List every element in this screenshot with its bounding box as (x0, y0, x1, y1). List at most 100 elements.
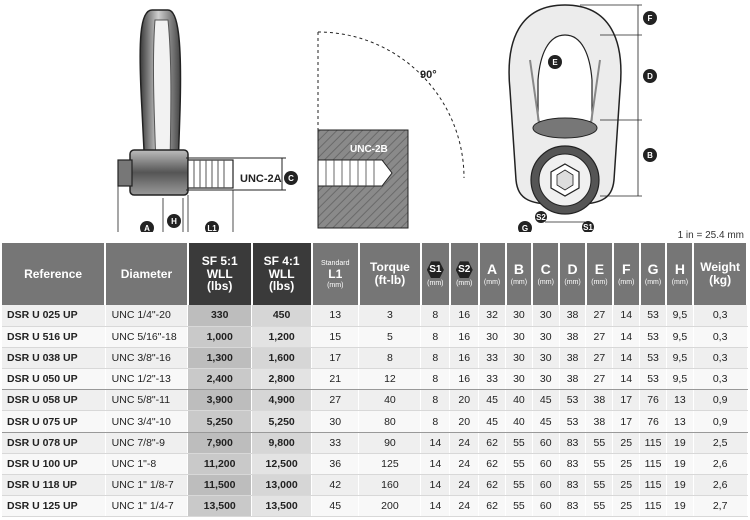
cell-s2: 24 (449, 453, 480, 476)
cell-s2: 20 (449, 389, 480, 412)
header-s1-unit: (mm) (427, 280, 444, 288)
cell-a: 33 (478, 368, 506, 391)
badge-a: A (144, 224, 150, 232)
cell-d: 53 (559, 410, 587, 433)
cell-s1: 8 (420, 368, 451, 391)
cell-g: 53 (639, 326, 667, 348)
cell-g: 76 (639, 410, 667, 433)
header-c-unit: (mm) (537, 278, 554, 286)
cell-w: 0,3 (693, 368, 748, 391)
cell-sf4: 5,250 (251, 410, 313, 433)
cell-d: 38 (559, 347, 587, 370)
cell-d: 83 (559, 432, 587, 454)
cell-a: 45 (478, 410, 506, 433)
specification-table: Reference Diameter SF 5:1 WLL (lbs) SF 4… (2, 243, 748, 518)
label-unc2b: UNC-2B (350, 144, 388, 155)
cell-w: 0,3 (693, 305, 748, 327)
header-b-label: B (513, 260, 524, 277)
cell-f: 25 (612, 474, 641, 497)
cell-sf5: 5,250 (187, 410, 253, 433)
cell-h: 19 (666, 474, 694, 497)
cell-a: 62 (478, 432, 506, 454)
cell-b: 40 (505, 389, 533, 412)
cell-sf4: 13,500 (251, 495, 313, 518)
header-h: H(mm) (666, 243, 695, 305)
label-unc2a: UNC-2A (240, 173, 282, 185)
header-sf5: SF 5:1 WLL (lbs) (187, 243, 253, 305)
cell-w: 2,6 (693, 453, 748, 476)
cell-sf4: 13,000 (251, 474, 313, 497)
badge-f: F (648, 14, 653, 23)
cell-a: 62 (478, 453, 506, 476)
cell-d: 83 (559, 495, 587, 518)
header-sf5-line3: (lbs) (207, 279, 233, 294)
header-a: A(mm) (478, 243, 507, 305)
header-b-unit: (mm) (510, 278, 528, 286)
header-c: C(mm) (532, 243, 561, 305)
cell-sf4: 12,500 (251, 453, 313, 476)
cell-d: 83 (559, 453, 587, 476)
cell-s2: 24 (449, 474, 480, 497)
header-a-unit: (mm) (483, 278, 501, 286)
cell-dia: UNC 7/8"-9 (105, 432, 189, 454)
cell-l1: 13 (311, 305, 360, 327)
badge-s2: S2 (536, 213, 546, 222)
cell-c: 30 (532, 326, 560, 348)
cell-a: 30 (478, 326, 506, 348)
cell-w: 2,7 (693, 495, 748, 518)
cell-b: 30 (505, 326, 533, 348)
cell-h: 9,5 (666, 305, 694, 327)
header-g-unit: (mm) (644, 278, 662, 286)
cell-ref: DSR U 100 UP (2, 453, 106, 476)
header-weight: Weight (kg) (693, 243, 748, 305)
cell-sf4: 9,800 (251, 432, 313, 454)
cell-f: 25 (612, 495, 641, 518)
cell-g: 53 (639, 368, 667, 391)
cell-s2: 24 (449, 432, 480, 454)
cell-sf5: 1,000 (187, 326, 253, 348)
cell-g: 115 (639, 495, 667, 518)
cell-e: 55 (585, 453, 614, 476)
badge-d: D (647, 72, 653, 81)
cell-dia: UNC 1/2"-13 (105, 368, 189, 391)
cell-d: 83 (559, 474, 587, 497)
cell-e: 55 (585, 495, 614, 518)
cell-l1: 21 (311, 368, 360, 391)
header-f-unit: (mm) (618, 278, 635, 286)
cell-dia: UNC 1/4"-20 (105, 305, 189, 327)
label-angle: 90° (420, 69, 437, 81)
cell-g: 76 (639, 389, 667, 412)
header-reference: Reference (2, 243, 107, 305)
cell-w: 0,3 (693, 347, 748, 370)
front-view-drawing: E F D B G S2 S1 (508, 4, 657, 232)
header-h-label: H (674, 260, 685, 277)
unit-conversion-note: 1 in = 25.4 mm (677, 230, 744, 241)
cell-l1: 27 (311, 389, 360, 412)
cell-sf5: 2,400 (187, 368, 253, 391)
cell-d: 53 (559, 389, 587, 412)
header-weight-label: Weight (700, 260, 741, 275)
cell-sf4: 1,200 (251, 326, 313, 348)
cell-f: 25 (612, 432, 641, 454)
cell-h: 9,5 (666, 368, 694, 391)
cell-ref: DSR U 516 UP (2, 326, 106, 348)
header-sf4-line3: (lbs) (268, 279, 295, 294)
cell-l1: 42 (311, 474, 360, 497)
header-sf4: SF 4:1 WLL (lbs) (251, 243, 313, 305)
cell-e: 55 (585, 474, 614, 497)
header-sf5-line2: WLL (206, 266, 233, 281)
cell-s1: 8 (420, 305, 451, 327)
cell-f: 17 (612, 389, 641, 412)
cell-dia: UNC 5/8"-11 (105, 389, 189, 412)
header-l1-label: L1 (328, 266, 343, 281)
cell-ref: DSR U 025 UP (2, 305, 106, 327)
cell-dia: UNC 1" 1/4-7 (105, 495, 189, 518)
cell-g: 115 (639, 453, 667, 476)
cell-ref: DSR U 078 UP (2, 432, 106, 454)
cell-torque: 90 (358, 432, 422, 454)
